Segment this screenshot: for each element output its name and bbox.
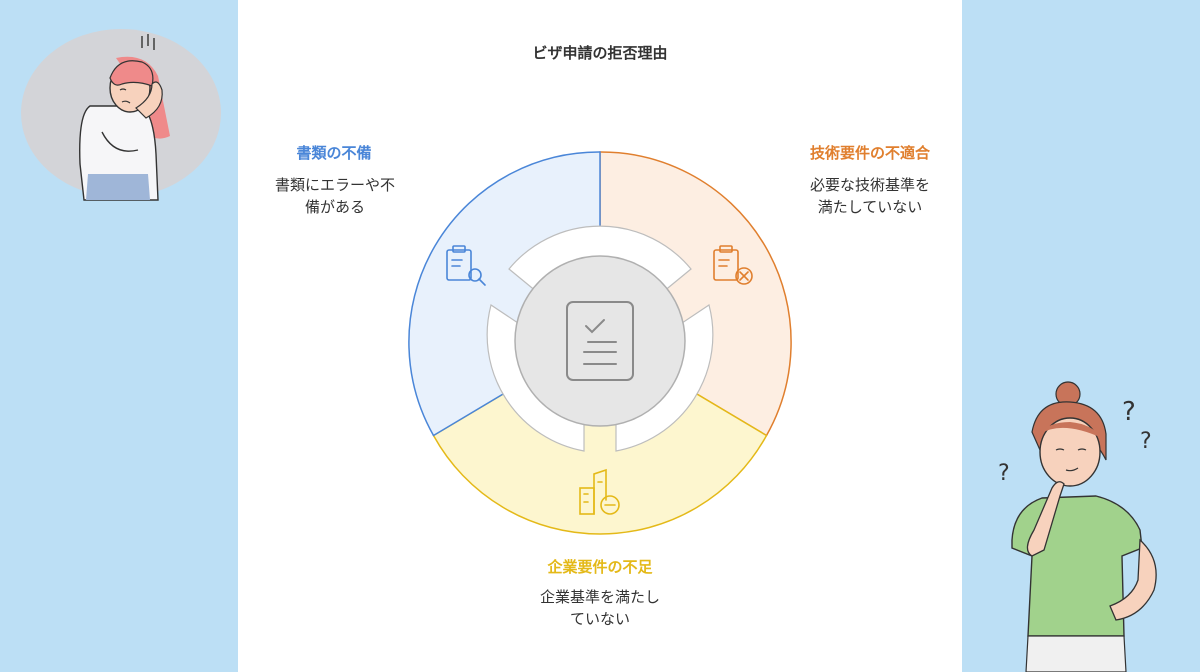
checklist-icon (566, 301, 634, 381)
building-minus-icon (579, 468, 620, 515)
corporate-desc-line: 企業基準を満たし (539, 588, 660, 606)
corporate-desc-line: ていない (569, 610, 630, 628)
documents-description: 書類にエラーや不 備がある (250, 174, 420, 218)
svg-text:?: ? (1140, 429, 1152, 454)
technical-description: 必要な技術基準を 満たしていない (780, 174, 960, 218)
technical-desc-line: 満たしていない (817, 198, 923, 216)
documents-desc-line: 書類にエラーや不 (274, 176, 395, 194)
technical-desc-line: 必要な技術基準を (809, 176, 930, 194)
svg-text:?: ? (998, 461, 1010, 486)
clipboard-search-icon (446, 245, 486, 286)
svg-text:?: ? (1122, 397, 1136, 427)
page-title: ビザ申請の拒否理由 (532, 44, 668, 62)
documents-desc-line: 備がある (304, 198, 365, 216)
documents-title: 書類の不備 (296, 144, 372, 162)
thinking-woman-illustration: ? ? ? (998, 381, 1157, 672)
worried-woman-illustration (21, 29, 221, 201)
corporate-description: 企業基準を満たし ていない (510, 586, 690, 630)
technical-title: 技術要件の不適合 (809, 144, 930, 162)
corporate-title: 企業要件の不足 (547, 558, 653, 576)
clipboard-x-icon (713, 245, 753, 285)
